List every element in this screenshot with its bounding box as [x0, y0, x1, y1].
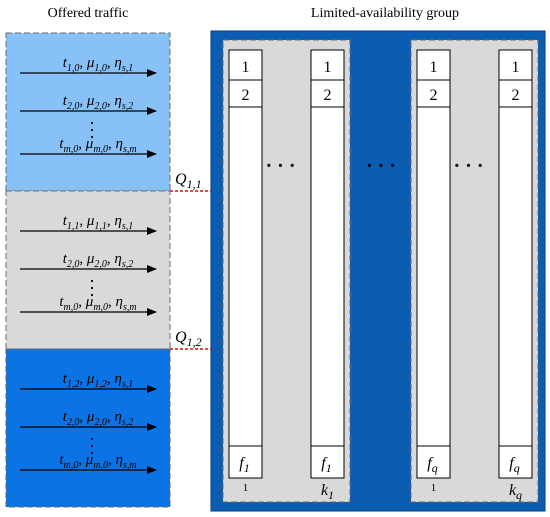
traffic-stream-label: t2,0, μ2,0, ηs,2 [63, 93, 134, 112]
column-cell-label: 1 [512, 59, 520, 76]
column-outline [416, 49, 451, 479]
threshold-1: Q1,1 [170, 171, 211, 192]
traffic-stream-label: t1,2, μ1,2, ηs,1 [63, 371, 134, 390]
column-ellipsis: · · · [265, 155, 295, 177]
column-outline [310, 49, 345, 479]
traffic-block-2: t1,1, μ1,1, ηs,1 t2,0, μ2,0, ηs,2 tm,0, μm… [5, 190, 171, 350]
traffic-block-background [5, 32, 171, 192]
column-index-label: 1 [243, 482, 249, 494]
column-cell-label: 2 [430, 87, 438, 104]
traffic-stream-label: tm,0, μm,0, ηs,m [59, 452, 136, 471]
group-heading: Limited-availability group [311, 6, 459, 21]
thresholds: Q1,1Q1,2 [170, 171, 211, 350]
column-last-cell-label: f1 [321, 455, 331, 475]
subgroup-ellipsis: · · · [366, 155, 396, 177]
subgroup-2: 1 2 fq 1 1 2 fq kq · · · [410, 39, 539, 503]
column-last-cell-label: fq [509, 455, 519, 475]
column-cell-label: 2 [324, 87, 332, 104]
vertical-ellipsis [90, 437, 94, 455]
vertical-ellipsis [90, 121, 94, 139]
column-index-label: kq [509, 482, 522, 502]
traffic-stream-label: t1,0, μ1,0, ηs,1 [63, 55, 134, 74]
traffic-stream-label: t2,0, μ2,0, ηs,2 [63, 251, 134, 270]
column-last-cell-label: f1 [239, 455, 249, 475]
traffic-stream-label: tm,0, μm,0, ηs,m [59, 294, 136, 313]
resource-column: 1 2 fq kq [498, 49, 533, 502]
column-last-cell-label: fq [427, 455, 437, 475]
offered-traffic-heading: Offered traffic [48, 6, 129, 21]
subgroups: 1 2 f1 1 1 2 f1 k1 · · · 1 2 fq 1 1 2 fq kq · · · [222, 39, 539, 503]
column-index-label: 1 [431, 482, 437, 494]
subgroup-1: 1 2 f1 1 1 2 f1 k1 · · · [222, 39, 351, 503]
vertical-ellipsis [90, 279, 94, 297]
column-cell-label: 1 [242, 59, 250, 76]
traffic-block-1: t1,0, μ1,0, ηs,1 t2,0, μ2,0, ηs,2 tm,0, μm… [5, 32, 171, 192]
column-cell-label: 2 [512, 87, 520, 104]
column-outline [498, 49, 533, 479]
traffic-block-background [5, 348, 171, 508]
resource-column: 1 2 f1 k1 [310, 49, 345, 502]
traffic-stream-label: t1,1, μ1,1, ηs,1 [63, 213, 134, 232]
offered-traffic-blocks: t1,0, μ1,0, ηs,1 t2,0, μ2,0, ηs,2 tm,0, μm… [5, 32, 171, 508]
column-ellipsis: · · · [453, 155, 483, 177]
traffic-block-3: t1,2, μ1,2, ηs,1 t2,0, μ2,0, ηs,2 tm,0, μm… [5, 348, 171, 508]
column-outline [228, 49, 263, 479]
column-cell-label: 1 [430, 59, 438, 76]
resource-column: 1 2 f1 1 [228, 49, 263, 494]
column-cell-label: 2 [242, 87, 250, 104]
resource-column: 1 2 fq 1 [416, 49, 451, 494]
traffic-stream-label: t2,0, μ2,0, ηs,2 [63, 409, 134, 428]
threshold-2: Q1,2 [170, 329, 211, 350]
threshold-label: Q1,2 [175, 329, 202, 349]
column-cell-label: 1 [324, 59, 332, 76]
threshold-label: Q1,1 [175, 171, 202, 191]
traffic-block-background [5, 190, 171, 350]
traffic-stream-label: tm,0, μm,0, ηs,m [59, 136, 136, 155]
column-index-label: k1 [321, 482, 334, 502]
